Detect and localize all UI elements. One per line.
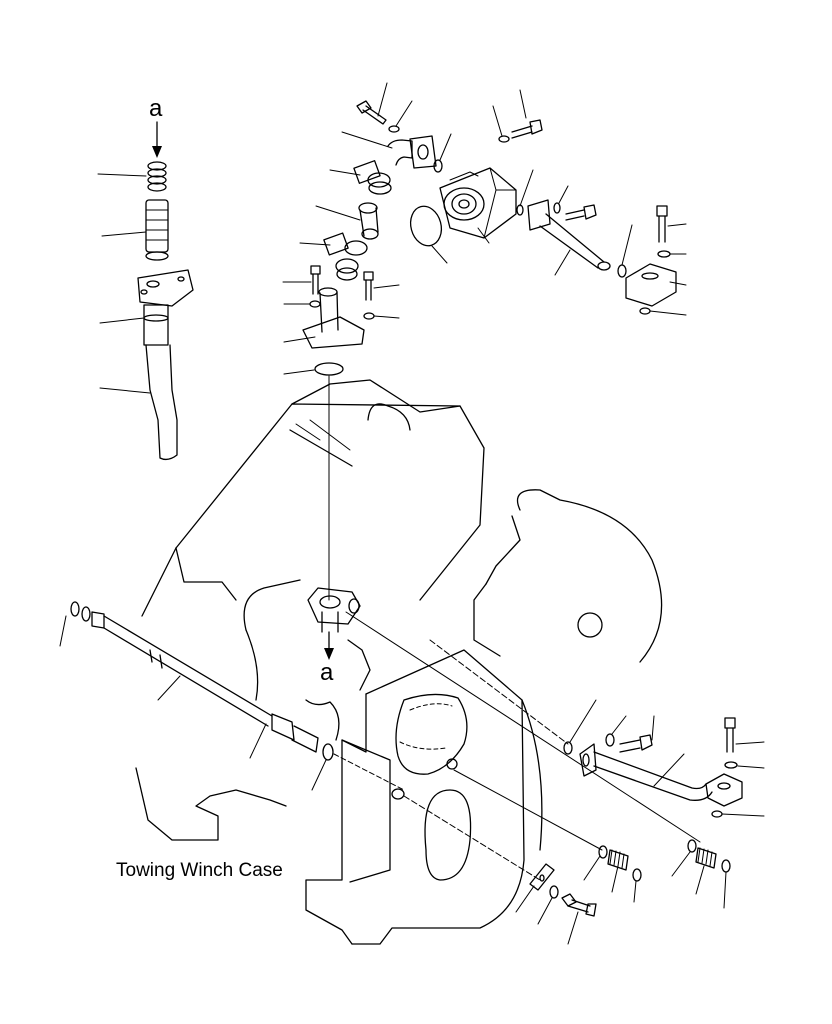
right-tube-with-flange (579, 743, 743, 807)
o-ring-port (563, 741, 573, 755)
reference-mark-a-top: a (149, 95, 163, 122)
bolt-bracket (561, 893, 597, 945)
drum-bracket (473, 583, 501, 657)
washer-pump-top (492, 105, 510, 143)
washer-delivery (553, 185, 569, 214)
bracket-plate (515, 863, 555, 913)
pump-piping-group (282, 82, 687, 601)
centerline-to-port (429, 639, 569, 745)
spring (147, 161, 167, 192)
suction-pipe-with-flange (283, 287, 365, 349)
o-ring-tube-end (70, 601, 80, 617)
frame-line-center-lower (305, 699, 340, 741)
reference-arrowhead-top (152, 146, 162, 158)
washer-vertical-right (724, 761, 765, 769)
plug-center (583, 845, 642, 903)
leader-tube-fitting (249, 723, 267, 759)
frame-line-left (243, 579, 301, 631)
center-fitting (307, 587, 361, 633)
hydraulic-pump (439, 167, 517, 244)
bolt-vertical-right (724, 717, 765, 753)
washer-tube-end (81, 606, 91, 622)
delivery-tube (516, 169, 611, 276)
suction-tube-flange (137, 269, 194, 346)
o-ring-top-right (639, 307, 687, 316)
washers-small (283, 300, 400, 320)
o-ring-large (409, 205, 448, 264)
drum-center-hole (577, 612, 603, 638)
flange-block-top-right (625, 263, 687, 307)
tube-centerline (333, 753, 405, 791)
frame-line-center (347, 639, 371, 691)
rear-housing-base (175, 547, 237, 601)
centerline-bracket (403, 795, 541, 881)
towing-winch-case (305, 649, 543, 945)
strainer-assembly: a (97, 95, 194, 461)
tube-fitting-left (91, 611, 105, 629)
lower-frame (135, 767, 287, 841)
rear-housing-edges (141, 429, 353, 617)
o-ring-tube-right (322, 743, 334, 761)
hose-clamp-upper (329, 160, 392, 195)
o-ring-delivery (617, 224, 633, 278)
leader-right-tube (653, 753, 685, 787)
rear-housing-top (291, 379, 461, 413)
o-ring-flange-right (711, 810, 765, 818)
washer-bracket (537, 885, 559, 925)
frame-line-left-lower (245, 629, 259, 701)
towing-winch-case-caption: Towing Winch Case (116, 860, 283, 881)
leader-tube-left (59, 615, 67, 647)
centerline-right-upper (345, 611, 701, 843)
leader-o-ring (311, 759, 327, 791)
elbow-pipe (341, 131, 452, 173)
centerline-plug (453, 769, 603, 851)
bolt-right-tube (619, 715, 655, 753)
hose-clamp-lower (335, 258, 359, 281)
plug-right (671, 839, 731, 909)
drum-left-edge (485, 515, 521, 585)
rear-housing-ribs (295, 419, 351, 451)
long-tube-assembly (59, 601, 405, 791)
reference-mark-a-bottom: a (320, 659, 334, 686)
bolt-left (282, 265, 321, 295)
drum-outline (516, 489, 663, 663)
bolt-pump-top (511, 89, 543, 139)
strainer-leader-lines (97, 173, 151, 394)
tube-fitting-nut (291, 725, 319, 753)
washer-top-right (657, 250, 687, 258)
bolt-right (363, 271, 400, 301)
washer-right-tube (605, 715, 627, 747)
hose-upper (315, 202, 379, 240)
leader-tube-mid (157, 675, 181, 701)
rear-housing (175, 403, 485, 601)
tube-sleeve (149, 649, 163, 669)
leader-o-ring-port (569, 699, 597, 743)
reference-arrowhead-bottom (324, 648, 334, 660)
washer-top (388, 100, 413, 133)
suction-hose (145, 344, 178, 461)
long-tube (103, 615, 273, 727)
tube-fitting-right (271, 713, 295, 741)
right-lower-piping (345, 611, 765, 945)
strainer-element (145, 199, 169, 261)
o-ring-lower (283, 362, 344, 376)
bolt-delivery (565, 204, 597, 221)
rear-housing-boss (367, 403, 411, 431)
machine-frame-outline: a Towing Winch Case (116, 379, 663, 945)
hose-clamp-middle (299, 232, 368, 256)
bolt-vertical-top-right (656, 205, 687, 243)
bolt-top-left (356, 82, 388, 125)
